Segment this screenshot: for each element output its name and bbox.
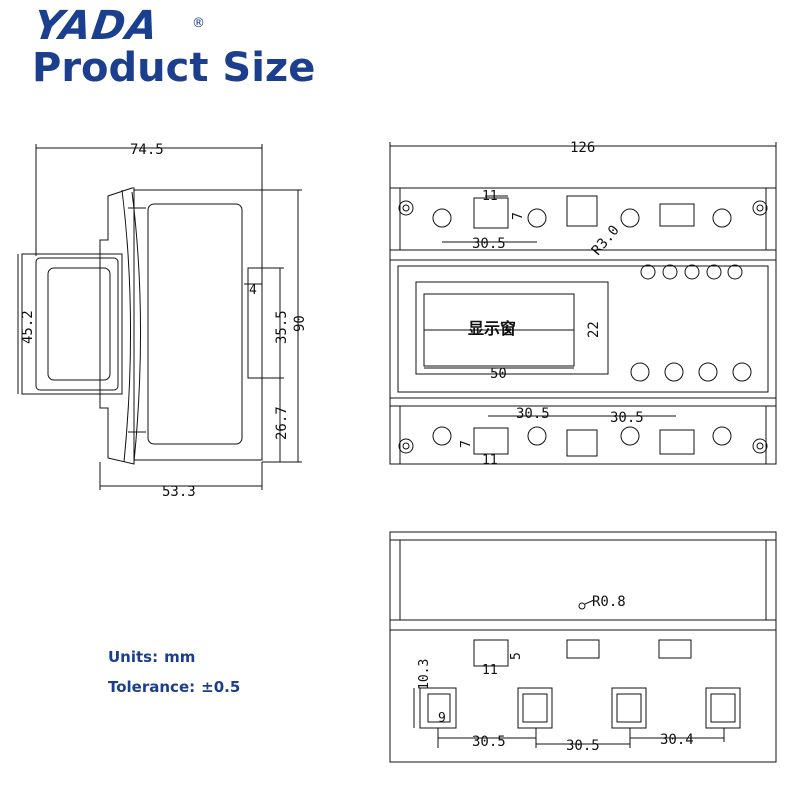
led-indicator — [684, 264, 700, 280]
button-hole — [732, 362, 752, 382]
side-rail-inner — [35, 257, 119, 391]
screw-icon — [398, 438, 414, 454]
terminal-hole — [432, 426, 452, 446]
display-label: 显示窗 — [468, 319, 516, 338]
dim-side-inner-height: 35.5 — [274, 310, 290, 344]
dim-front-radius: R3.0 — [589, 222, 623, 258]
terminal-hole — [527, 426, 547, 446]
terminal-hole — [712, 426, 732, 446]
terminal-hole — [620, 208, 640, 228]
dim-side-depth: 53.3 — [162, 484, 196, 500]
side-view: 74.5 90 35.5 26.7 45.2 53.3 4 — [17, 142, 308, 500]
led-indicator — [706, 264, 722, 280]
terminal-block — [611, 687, 647, 729]
terminal-block — [705, 687, 741, 729]
dim-pitch-1: 30.5 — [472, 734, 506, 750]
front-panel — [397, 265, 769, 393]
terminal-hole — [432, 208, 452, 228]
screw-icon — [752, 200, 768, 216]
tolerance-value: ±0.5 — [201, 678, 241, 696]
side-body — [133, 189, 263, 461]
brand-header: YADA ® Product Size — [0, 0, 340, 100]
bottom-slot — [658, 639, 692, 659]
side-front-curve — [121, 189, 132, 463]
dim-display-height: 22 — [586, 321, 602, 338]
dim-leader — [584, 599, 595, 605]
dim-front-width: 126 — [570, 140, 595, 156]
dim-terminal-height: 10.3 — [417, 659, 432, 690]
dim-bottom-radius: R0.8 — [592, 594, 626, 610]
dim-side-height: 90 — [292, 315, 308, 332]
screw-center — [756, 204, 764, 212]
dim-display-width: 50 — [490, 366, 507, 382]
terminal-slot — [659, 203, 695, 227]
radius-mark — [578, 602, 586, 610]
dim-top-slot-height: 7 — [511, 212, 526, 220]
units-label: Units: — [108, 648, 159, 666]
dim-bottom-pitch-2: 30.5 — [610, 410, 644, 426]
dim-top-pitch: 30.5 — [472, 236, 506, 252]
dim-bottom-slot-height: 7 — [459, 440, 474, 448]
side-rail-window — [47, 267, 111, 381]
dim-top-slot-width: 11 — [482, 189, 498, 204]
terminal-block-inner — [616, 693, 642, 723]
units-note: Units: mm — [108, 648, 195, 666]
terminal-slot — [473, 427, 509, 455]
button-hole — [698, 362, 718, 382]
led-indicator — [640, 264, 656, 280]
dim-side-rail-height: 45.2 — [20, 310, 36, 344]
terminal-block — [517, 687, 553, 729]
dim-bottom-slot-width: 11 — [482, 453, 498, 468]
dim-side-step: 4 — [249, 283, 257, 298]
bottom-view: R0.8 5 11 10.3 9 30.5 30.5 30.4 — [389, 531, 777, 763]
terminal-slot — [566, 195, 598, 227]
button-hole — [664, 362, 684, 382]
terminal-hole — [620, 426, 640, 446]
dim-side-lower-height: 26.7 — [274, 406, 290, 440]
side-step — [247, 267, 263, 379]
button-hole — [630, 362, 650, 382]
side-front-curve-2 — [131, 191, 142, 463]
screw-icon — [398, 200, 414, 216]
page-title: Product Size — [32, 45, 316, 91]
front-outline — [389, 187, 777, 465]
screw-center — [756, 442, 764, 450]
dim-bottom-pitch-1: 30.5 — [516, 406, 550, 422]
dim-terminal-width: 9 — [438, 711, 446, 726]
dim-slot-width: 11 — [482, 663, 498, 678]
dim-side-width: 74.5 — [130, 142, 164, 158]
bottom-slot — [566, 639, 600, 659]
bottom-slot — [473, 639, 509, 667]
bottom-outline — [389, 531, 777, 763]
terminal-hole — [527, 208, 547, 228]
screw-center — [402, 442, 410, 450]
terminal-block-inner — [522, 693, 548, 723]
terminal-slot — [566, 429, 598, 457]
side-window — [147, 203, 243, 445]
led-indicator — [727, 264, 743, 280]
screw-icon — [752, 438, 768, 454]
tolerance-note: Tolerance: ±0.5 — [108, 678, 240, 696]
tolerance-label: Tolerance: — [108, 678, 196, 696]
terminal-slot — [659, 429, 695, 455]
terminal-block-inner — [710, 693, 736, 723]
side-front-profile — [99, 187, 135, 465]
side-rail-clip — [21, 253, 123, 395]
screw-center — [402, 204, 410, 212]
dim-slot-height: 5 — [509, 652, 524, 660]
registered-mark: ® — [192, 16, 205, 31]
display-window — [415, 281, 609, 375]
dim-pitch-3: 30.4 — [660, 732, 694, 748]
dim-pitch-2: 30.5 — [566, 738, 600, 754]
terminal-slot — [473, 197, 509, 229]
led-indicator — [662, 264, 678, 280]
terminal-hole — [712, 208, 732, 228]
units-value: mm — [164, 648, 196, 666]
front-view: 126 11 7 30.5 R3.0 显示窗 22 50 30.5 30.5 7… — [389, 140, 777, 468]
